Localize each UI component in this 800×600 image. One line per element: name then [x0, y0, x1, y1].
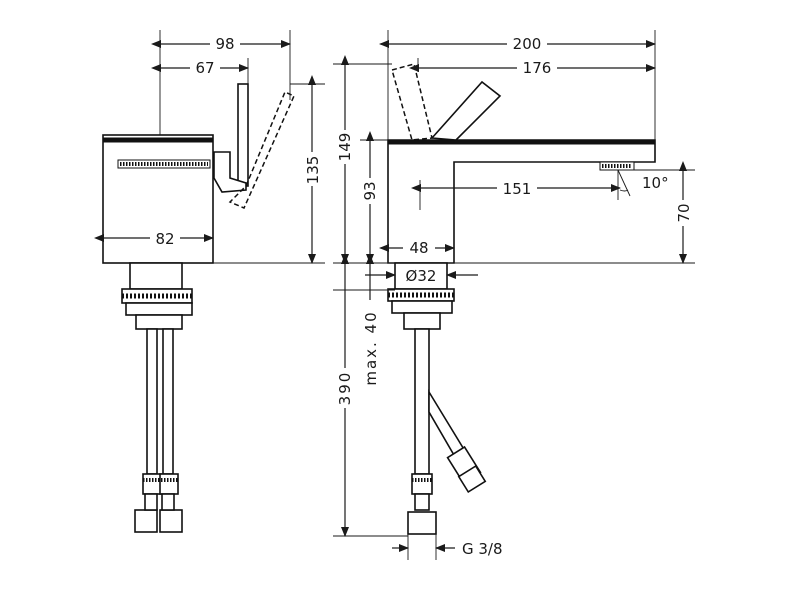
hose-left — [146, 328, 158, 475]
dim-151-label: 151 — [503, 180, 532, 198]
dim-200-label: 200 — [513, 35, 542, 53]
hose-front — [414, 328, 430, 475]
dim-149-label: 149 — [336, 133, 354, 162]
thread-label: G 3/8 — [462, 540, 503, 558]
dim-98-label: 98 — [215, 35, 234, 53]
front-view: 200 176 149 93 151 10° 70 48 — [333, 30, 695, 560]
aerator-grille-side — [117, 159, 211, 169]
dim-176-label: 176 — [523, 59, 552, 77]
lever-front — [430, 80, 502, 141]
lever-side — [237, 83, 249, 187]
dim-67-label: 67 — [195, 59, 214, 77]
lever-front-open — [391, 63, 433, 141]
dim-32-label: Ø32 — [406, 267, 437, 285]
dim-10deg-label: 10° — [642, 174, 669, 192]
dim-70-label: 70 — [675, 203, 693, 222]
lever-open-position — [228, 91, 295, 209]
dim-135-label: 135 — [304, 156, 322, 185]
dim-48-label: 48 — [409, 239, 428, 257]
side-view: 98 67 135 82 — [94, 30, 325, 533]
dim-390-label: 390 — [336, 371, 354, 406]
hose-right — [162, 328, 174, 475]
dim-max40-label: max. 40 — [362, 310, 380, 385]
dim-93-label: 93 — [361, 181, 379, 200]
dim-82-label: 82 — [155, 230, 174, 248]
